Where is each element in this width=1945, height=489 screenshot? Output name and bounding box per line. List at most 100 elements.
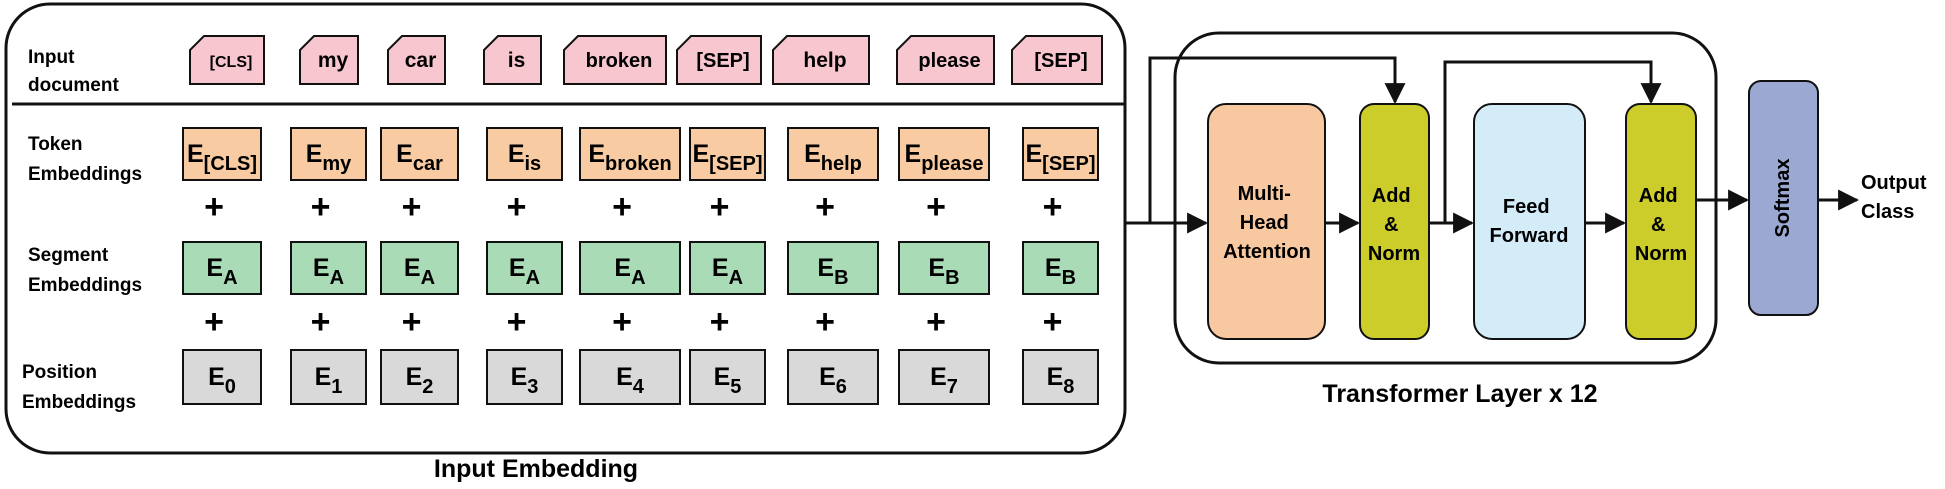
multi-head-attention-label: Multi- Head Attention [1223,183,1311,263]
token-embedding-label: Ehelp [804,140,862,175]
segment-embedding-label: EB [817,254,848,289]
transformer-layer-panel: Multi- Head Attention Add & Norm Feed Fo… [1126,31,1750,365]
segment-embedding-label: EA [614,254,645,289]
input-token-label: car [405,49,437,72]
token-embedding-box [787,127,879,181]
input-token-tag [772,35,870,85]
input-token-label: [SEP] [1034,50,1087,72]
transformer-connectors [1126,56,1750,234]
position-embedding-box [182,349,262,405]
plus-sign: + [1043,303,1063,341]
output-class-label: Output Class [1861,172,1932,223]
add-norm-label-1: Add & Norm [1368,185,1420,265]
input-token-tag [483,35,542,85]
input-token-label: help [803,49,846,72]
position-embedding-box [689,349,766,405]
plus-sign: + [612,188,632,226]
input-token-label: please [918,50,980,72]
input-token-label: broken [586,50,653,72]
input-token-label: [SEP] [696,50,749,72]
plus-sign: + [815,188,835,226]
input-embedding-caption: Input Embedding [434,455,638,483]
segment-embedding-box [898,241,990,295]
position-embedding-label: E7 [930,363,958,398]
segment-embedding-box [689,241,766,295]
input-token-label: my [318,49,349,72]
softmax-block [1748,80,1819,316]
plus-sign: + [507,188,527,226]
position-embedding-box [290,349,367,405]
plus-sign: + [815,303,835,341]
token-embedding-box [579,127,681,181]
plus-sign: + [507,303,527,341]
position-embedding-box [486,349,563,405]
input-token-tag [1011,35,1103,85]
input-token-tag [299,35,359,85]
segment-embedding-box [579,241,681,295]
feed-forward-label: Feed Forward [1490,196,1569,247]
plus-sign: + [710,188,730,226]
segment-embedding-box [380,241,459,295]
segment-embedding-label: EA [313,254,344,289]
position-embedding-label: E8 [1047,363,1075,398]
token-embedding-label: Eplease [905,140,984,175]
segment-embedding-label: EA [509,254,540,289]
position-embedding-label: E3 [511,363,539,398]
plus-sign: + [926,188,946,226]
token-embedding-label: E[CLS] [187,140,257,175]
segment-embedding-label: EA [712,254,743,289]
position-embedding-box [380,349,459,405]
position-embedding-label: E2 [406,363,434,398]
input-token-tag [563,35,667,85]
segment-embedding-label: EA [206,254,237,289]
position-embedding-label: E6 [819,363,847,398]
position-embedding-box [898,349,990,405]
segment-embedding-box [182,241,262,295]
plus-sign: + [311,188,331,226]
token-embedding-label: Ecar [396,140,443,175]
plus-sign: + [1043,188,1063,226]
position-embedding-box [1022,349,1099,405]
softmax-label: Softmax [1772,159,1794,238]
token-embedding-box [1022,127,1099,181]
plus-sign: + [204,188,224,226]
token-embedding-box [486,127,563,181]
plus-sign: + [710,303,730,341]
token-embedding-box [290,127,367,181]
plus-sign: + [402,303,422,341]
token-embedding-label: Emy [306,140,352,175]
token-embedding-box [380,127,459,181]
segment-embedding-box [1022,241,1099,295]
token-embedding-label: E[SEP] [692,140,762,175]
input-token-label: [CLS] [210,54,253,71]
plus-sign: + [311,303,331,341]
position-embedding-label: E0 [208,363,236,398]
position-embedding-box [579,349,681,405]
token-embedding-label: E[SEP] [1025,140,1095,175]
input-token-tag [676,35,762,85]
feed-forward-block [1473,103,1586,340]
plus-sign: + [612,303,632,341]
position-embedding-box [787,349,879,405]
input-token-tag [189,35,265,85]
segment-embedding-label: EA [404,254,435,289]
token-embedding-box [689,127,766,181]
plus-sign: + [926,303,946,341]
position-embedding-label: E1 [315,363,343,398]
token-embedding-box [182,127,262,181]
position-embedding-label: E5 [714,363,742,398]
token-embedding-label: Eis [508,140,541,175]
segment-embedding-box [290,241,367,295]
segment-embedding-box [787,241,879,295]
segment-embedding-label: EB [928,254,959,289]
input-token-label: is [508,49,526,72]
transformer-caption: Transformer Layer x 12 [1322,380,1597,408]
token-embedding-box [898,127,990,181]
